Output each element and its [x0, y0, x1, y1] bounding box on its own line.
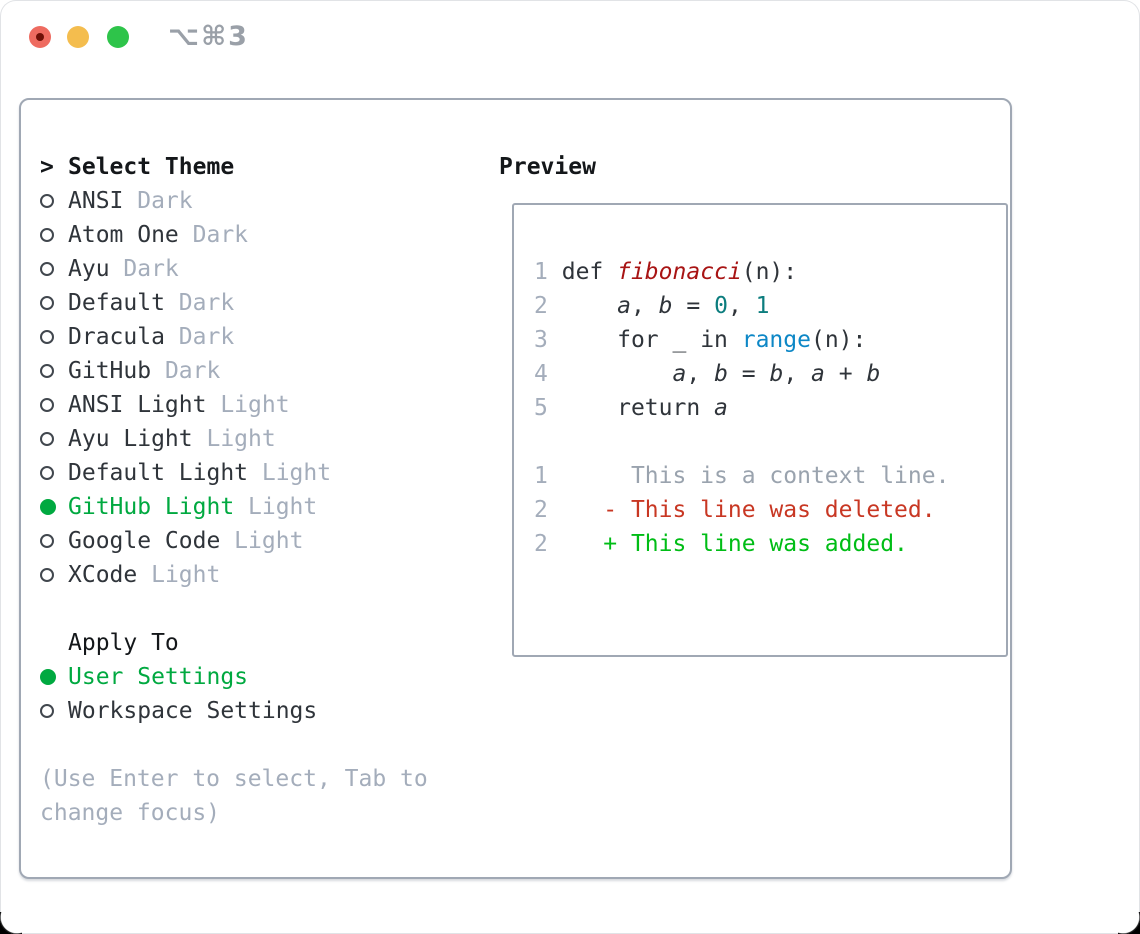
radio-icon	[40, 194, 54, 208]
radio-icon	[40, 364, 54, 378]
theme-option[interactable]: XCode Light	[40, 558, 428, 592]
screen-corner	[1118, 912, 1140, 934]
theme-option[interactable]: Default Light Light	[40, 456, 428, 490]
diff-line-add: 2 + This line was added.	[534, 531, 908, 557]
radio-icon	[40, 669, 56, 685]
theme-list: ANSI Dark Atom One Dark Ayu Dark Default…	[40, 184, 428, 592]
radio-icon	[40, 432, 54, 446]
apply-to-option[interactable]: User Settings	[40, 660, 428, 694]
radio-icon	[40, 499, 56, 515]
select-theme-header: > Select Theme	[40, 150, 428, 184]
theme-option[interactable]: ANSI Dark	[40, 184, 428, 218]
prompt-icon: >	[40, 154, 54, 180]
radio-icon	[40, 296, 54, 310]
spacer	[40, 592, 428, 626]
help-text-line1: (Use Enter to select, Tab to	[40, 766, 428, 792]
zoom-button[interactable]	[107, 26, 129, 48]
theme-option[interactable]: Ayu Dark	[40, 252, 428, 286]
code-line: 5 return a	[534, 395, 728, 421]
diff-line-del: 2 - This line was deleted.	[534, 497, 936, 523]
theme-option[interactable]: Atom One Dark	[40, 218, 428, 252]
code-preview: 1 def fibonacci(n): 2 a, b = 0, 1 3 for _ …	[534, 255, 1006, 561]
apply-to-title: Apply To	[68, 630, 179, 656]
spacer	[40, 728, 428, 762]
radio-icon	[40, 568, 54, 582]
diff-line-context: 1 This is a context line.	[534, 463, 950, 489]
select-theme-title: Select Theme	[68, 154, 235, 180]
radio-icon	[40, 398, 54, 412]
keyboard-shortcut-label: ⌥⌘3	[168, 21, 249, 52]
apply-to-header: Apply To	[40, 626, 428, 660]
theme-list-column: > Select Theme ANSI Dark Atom One Dark Ay…	[40, 150, 428, 830]
radio-icon	[40, 466, 54, 480]
apply-to-option[interactable]: Workspace Settings	[40, 694, 428, 728]
theme-picker-panel: > Select Theme ANSI Dark Atom One Dark Ay…	[19, 98, 1012, 879]
help-text-line2: change focus)	[40, 800, 221, 826]
theme-option[interactable]: Google Code Light	[40, 524, 428, 558]
apply-to-list: User Settings Workspace Settings	[40, 660, 428, 728]
code-line: 1 def fibonacci(n):	[534, 259, 798, 285]
theme-option[interactable]: GitHub Dark	[40, 354, 428, 388]
theme-option[interactable]: Ayu Light Light	[40, 422, 428, 456]
theme-option[interactable]: GitHub Light Light	[40, 490, 428, 524]
radio-icon	[40, 228, 54, 242]
blank-line	[534, 425, 1006, 459]
theme-option[interactable]: Dracula Dark	[40, 320, 428, 354]
radio-icon	[40, 330, 54, 344]
radio-icon	[40, 534, 54, 548]
radio-icon	[40, 262, 54, 276]
titlebar: ⌥⌘3	[0, 0, 1140, 72]
theme-option[interactable]: Default Dark	[40, 286, 428, 320]
radio-icon	[40, 704, 54, 718]
code-line: 3 for _ in range(n):	[534, 327, 867, 353]
code-line: 2 a, b = 0, 1	[534, 293, 770, 319]
preview-box: 1 def fibonacci(n): 2 a, b = 0, 1 3 for _ …	[512, 203, 1008, 657]
code-line: 4 a, b = b, a + b	[534, 361, 881, 387]
theme-option[interactable]: ANSI Light Light	[40, 388, 428, 422]
screen-corner	[0, 912, 22, 934]
preview-title: Preview	[499, 154, 596, 180]
minimize-button[interactable]	[67, 26, 89, 48]
close-button[interactable]	[29, 26, 51, 48]
